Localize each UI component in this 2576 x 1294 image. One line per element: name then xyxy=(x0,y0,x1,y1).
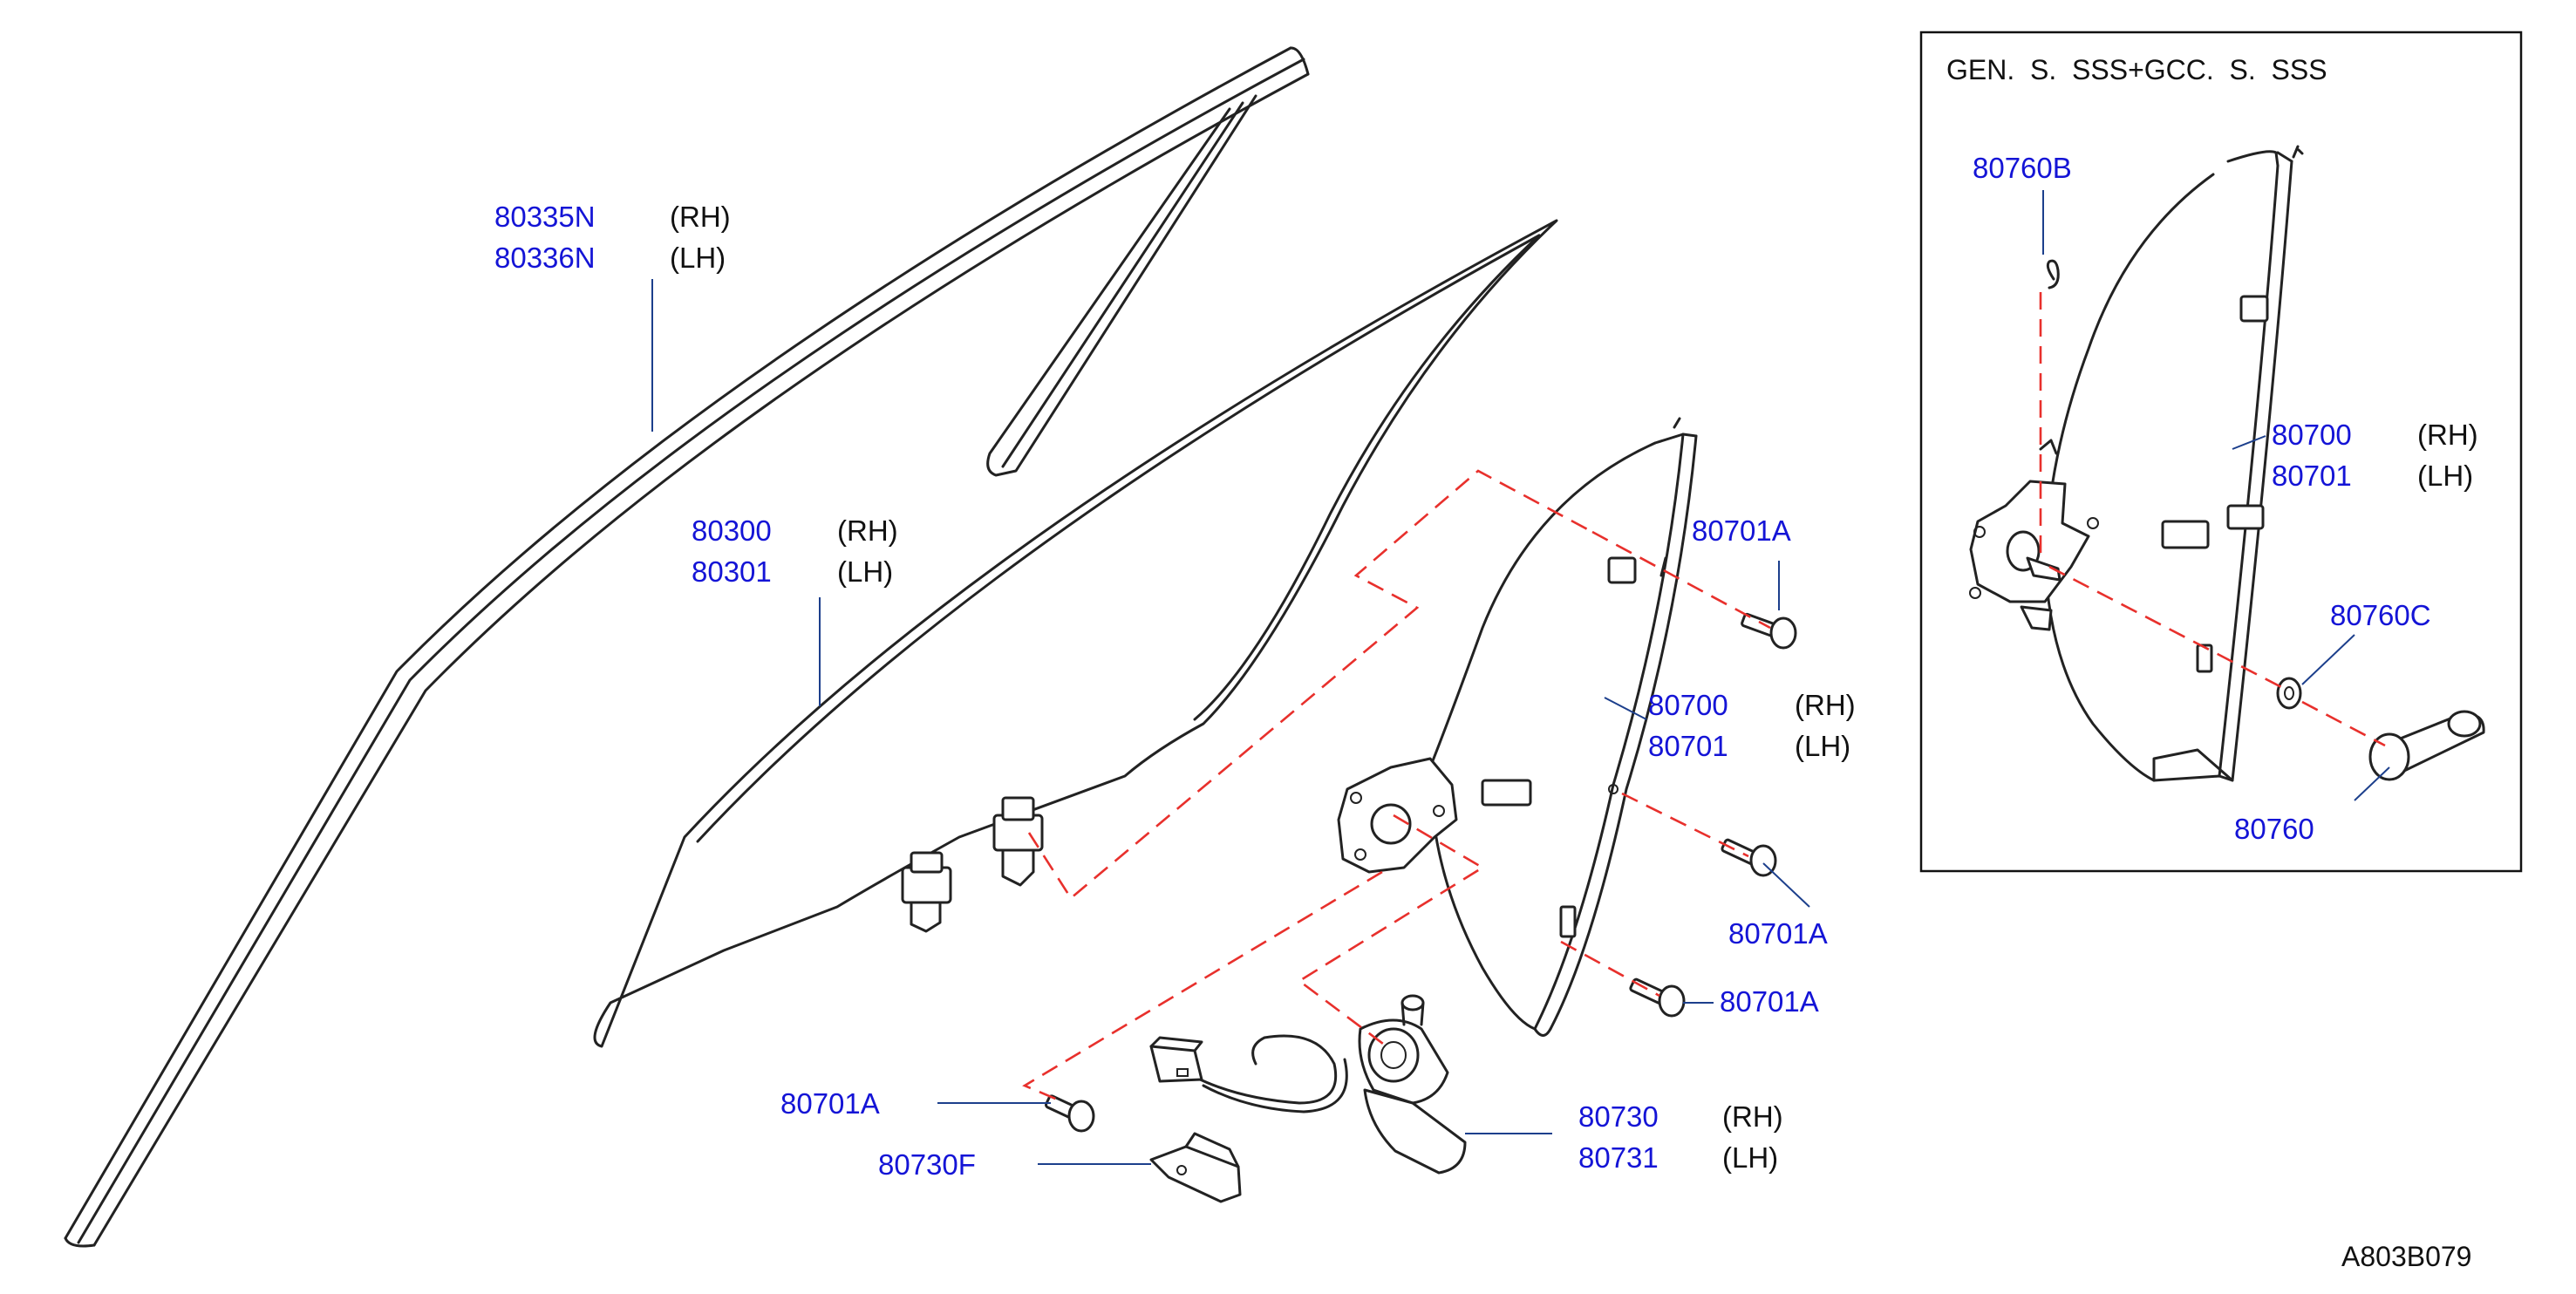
label-80731: 80731 xyxy=(1578,1141,1659,1174)
inset-crank-handle xyxy=(2368,710,2485,781)
inset-label-80760B: 80760B xyxy=(1973,152,2072,184)
label-80701A-left: 80701A xyxy=(780,1087,880,1120)
label-80730: 80730 xyxy=(1578,1100,1659,1133)
label-80336N-side: (LH) xyxy=(670,242,726,274)
reference-code: A803B079 xyxy=(2341,1241,2471,1272)
label-80731-side: (LH) xyxy=(1722,1141,1778,1174)
inset-label-80701-side: (LH) xyxy=(2417,460,2473,492)
inset-caption: GEN. S. SSS+GCC. S. SSS xyxy=(1946,54,2327,85)
label-80700: 80700 xyxy=(1648,689,1728,721)
label-80335N: 80335N xyxy=(494,201,596,233)
door-glass xyxy=(593,219,1558,1048)
inset-label-80700: 80700 xyxy=(2272,419,2352,451)
inset-box xyxy=(1919,31,2523,873)
label-80700-side: (RH) xyxy=(1795,689,1856,721)
label-80301-side: (LH) xyxy=(837,555,893,588)
labels: 80335N (RH) 80336N (LH) 80300 (RH) 80301… xyxy=(494,54,2478,1272)
label-80730F: 80730F xyxy=(878,1148,976,1181)
bolt-mid xyxy=(1721,838,1777,877)
bolt-left xyxy=(1045,1094,1095,1133)
inset-washer xyxy=(2276,677,2302,710)
bolts xyxy=(1045,612,1797,1133)
regulator-motor xyxy=(1149,994,1467,1175)
glass-run-channel xyxy=(64,46,1310,1248)
label-80300: 80300 xyxy=(692,514,772,547)
inset-label-80701: 80701 xyxy=(2272,460,2352,492)
motor-bracket xyxy=(1149,1132,1242,1203)
bolt-top xyxy=(1741,612,1797,650)
label-80300-side: (RH) xyxy=(837,514,898,547)
inset-regulator xyxy=(1969,145,2304,782)
inset-clip xyxy=(2046,259,2060,289)
label-80701: 80701 xyxy=(1648,730,1728,762)
inset-label-80760: 80760 xyxy=(2234,813,2314,845)
label-80701A-mid: 80701A xyxy=(1728,917,1828,950)
assembly-lines xyxy=(1022,469,1771,1102)
leader-lines xyxy=(651,279,1810,1165)
label-80301: 80301 xyxy=(692,555,772,588)
label-80701A-low: 80701A xyxy=(1720,985,1819,1018)
inset-label-80760C: 80760C xyxy=(2330,599,2431,631)
label-80730-side: (RH) xyxy=(1722,1100,1783,1133)
label-80701-side: (LH) xyxy=(1795,730,1850,762)
label-80335N-side: (RH) xyxy=(670,201,731,233)
label-80336N: 80336N xyxy=(494,242,596,274)
window-regulator xyxy=(1337,417,1698,1037)
label-80701A-top: 80701A xyxy=(1692,514,1791,547)
inset-label-80700-side: (RH) xyxy=(2417,419,2478,451)
